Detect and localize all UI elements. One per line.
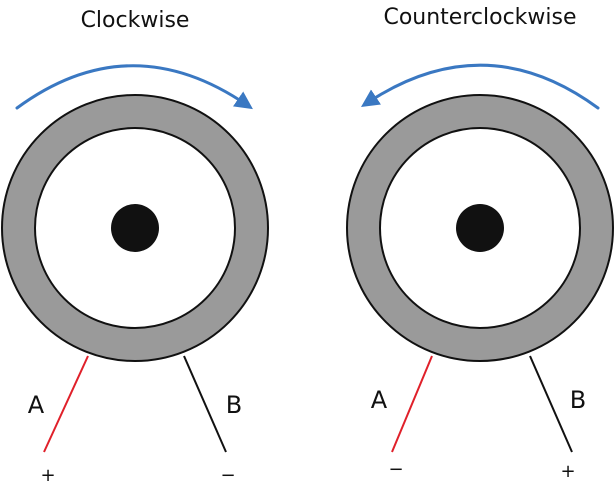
- wire-b-counterclockwise: [529, 355, 573, 453]
- wire-a-clockwise: [43, 355, 89, 453]
- sign-a-counterclockwise: −: [388, 459, 403, 480]
- title-counterclockwise: Counterclockwise: [383, 5, 576, 30]
- motor-clockwise: Clockwise A B + −: [1, 8, 269, 483]
- title-clockwise: Clockwise: [81, 8, 190, 33]
- wire-b-clockwise: [183, 355, 227, 453]
- shaft-counterclockwise: [456, 204, 504, 252]
- counterclockwise-arrow-icon: [360, 63, 600, 110]
- label-a-counterclockwise: A: [371, 386, 388, 414]
- sign-a-clockwise: +: [40, 465, 55, 483]
- wire-a-counterclockwise: [391, 355, 433, 453]
- label-b-clockwise: B: [226, 391, 242, 419]
- clockwise-arrow-icon: [15, 64, 253, 110]
- label-a-clockwise: A: [28, 391, 45, 419]
- sign-b-counterclockwise: +: [560, 461, 575, 482]
- shaft-clockwise: [111, 204, 159, 252]
- sign-b-clockwise: −: [220, 465, 235, 483]
- motor-counterclockwise: Counterclockwise A B − +: [346, 5, 614, 482]
- label-b-counterclockwise: B: [570, 386, 586, 414]
